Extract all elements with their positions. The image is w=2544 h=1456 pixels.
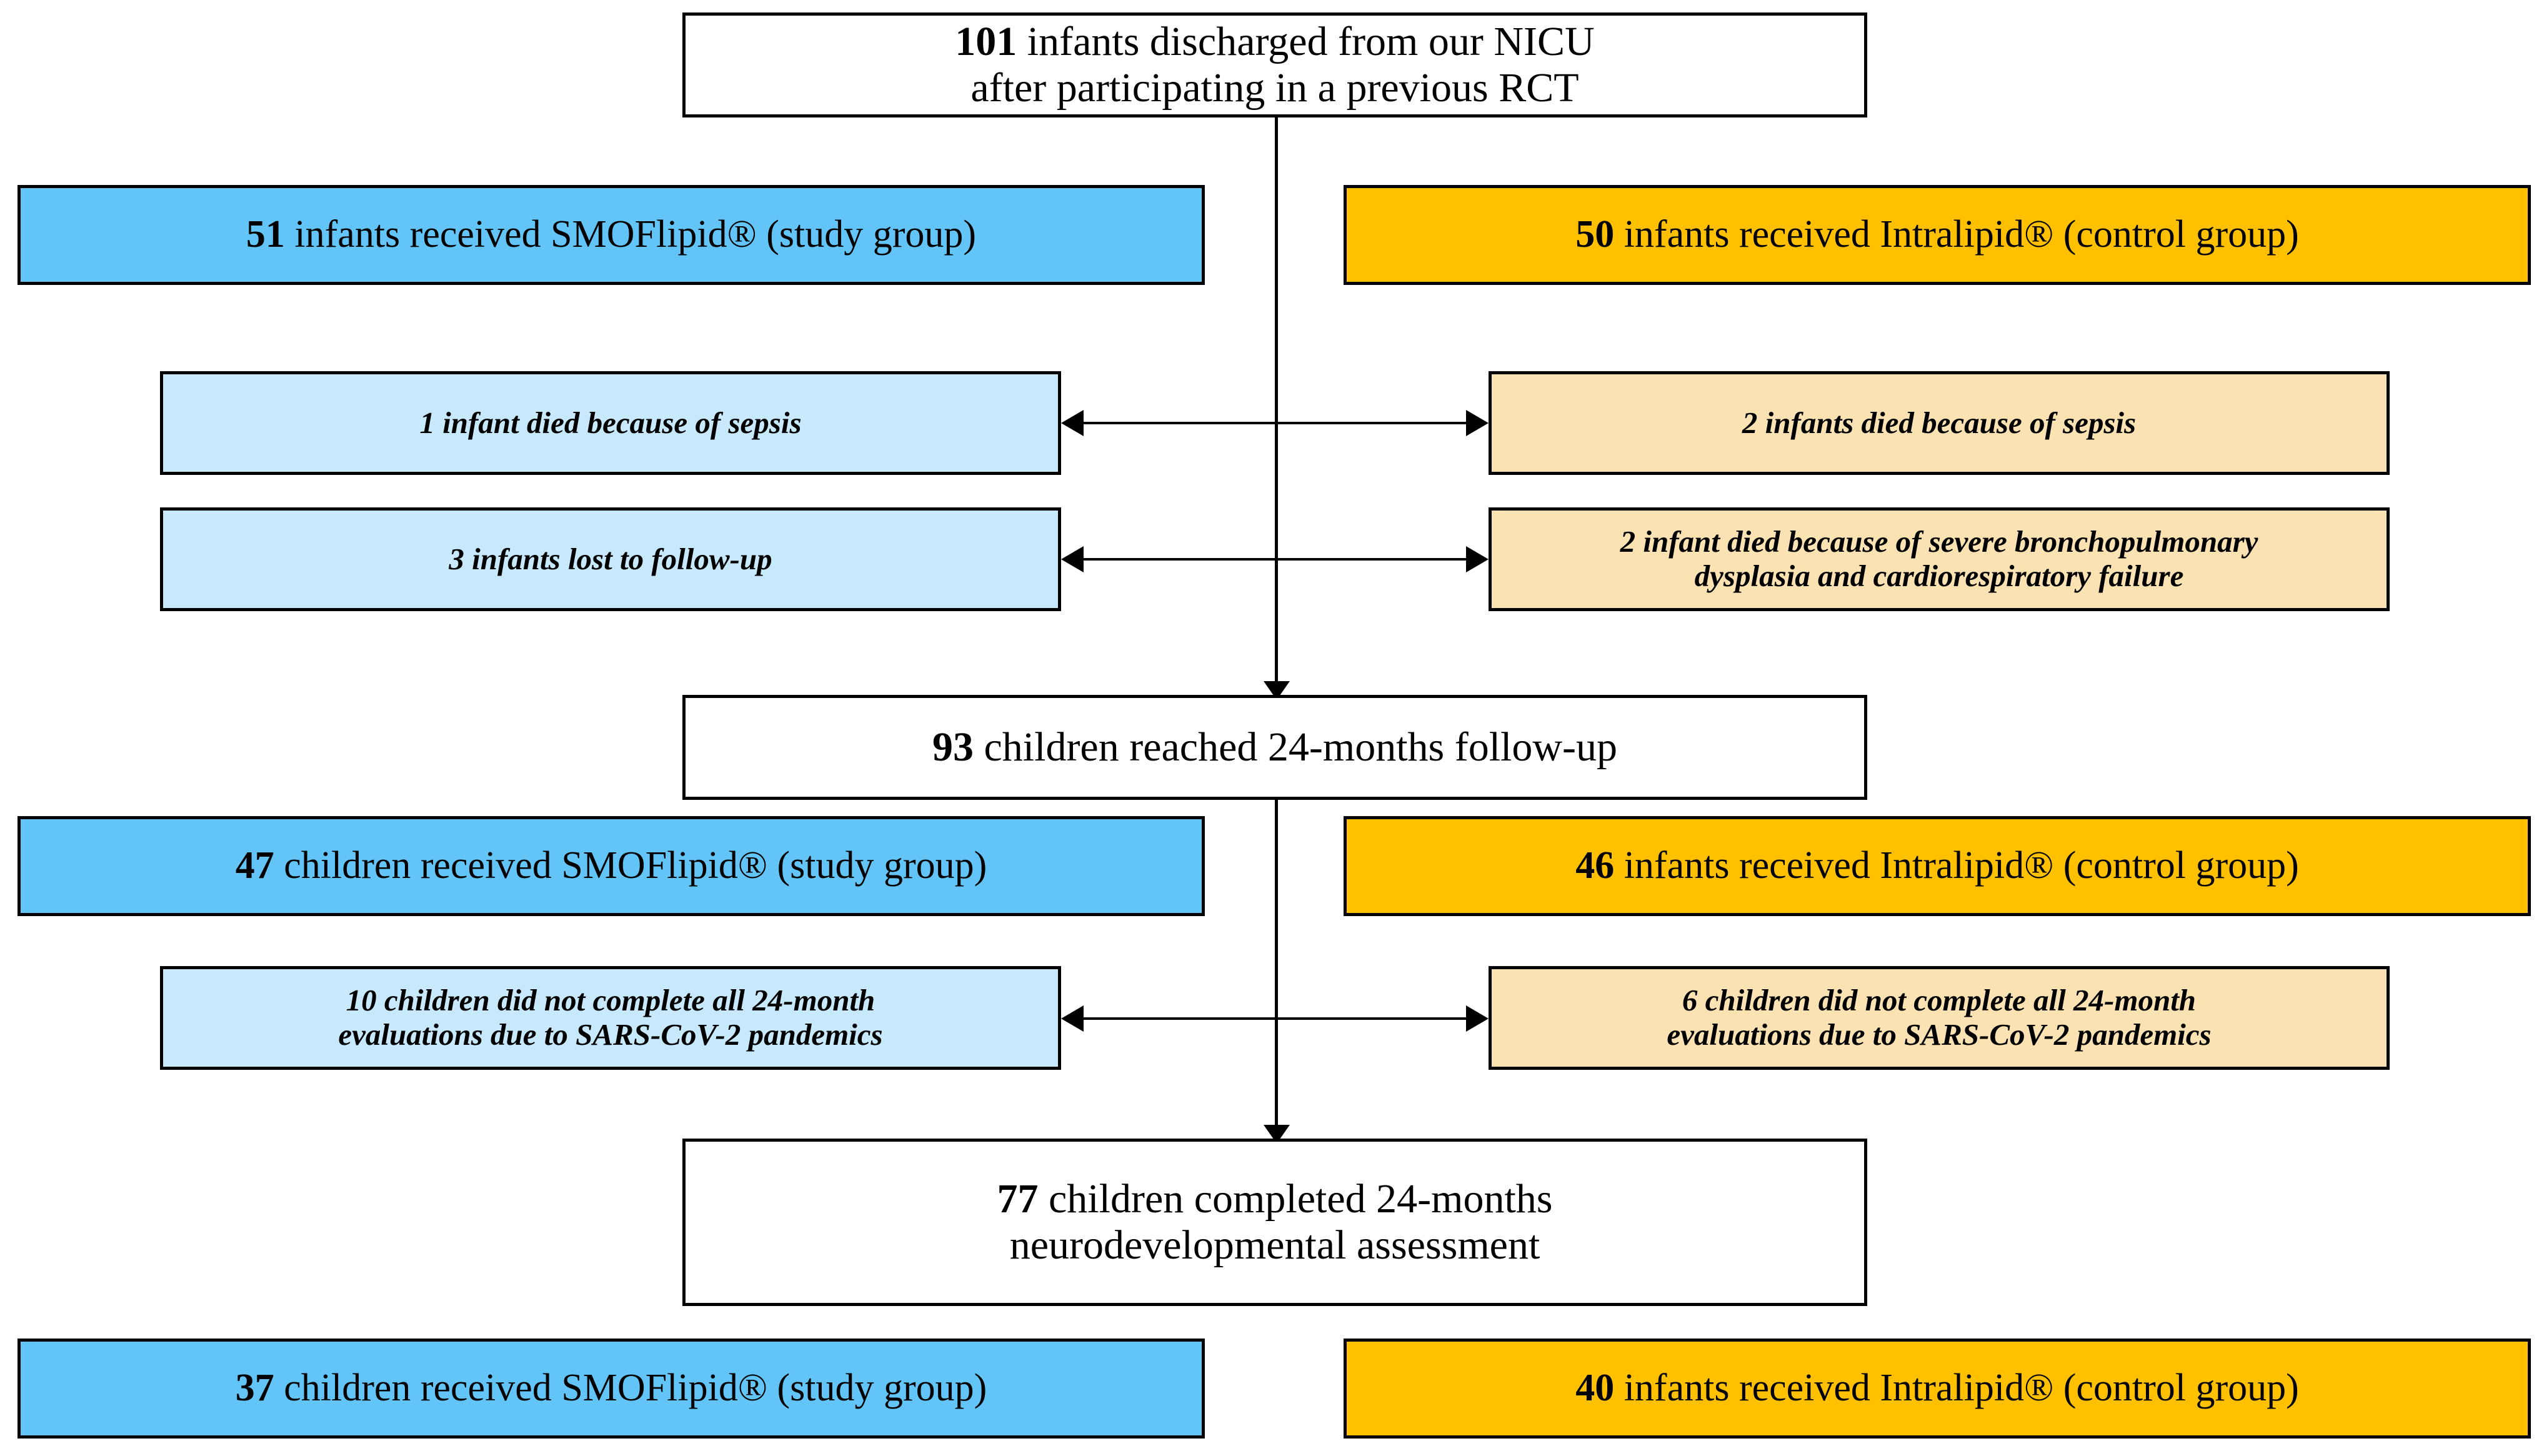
- node-followup-control-label: infants received Intralipid® (control gr…: [1614, 844, 2299, 887]
- node-followup-study-label: children received SMOFlipid® (study grou…: [274, 844, 987, 887]
- node-enrollment-line1: infants discharged from our NICU: [1017, 19, 1595, 65]
- node-attrition-control-3-line2: evaluations due to SARS-CoV-2 pandemics: [1667, 1017, 2212, 1052]
- connector-attrition-row-1: [1079, 422, 1472, 424]
- arrowhead-left-row-1: [1061, 410, 1084, 436]
- node-attrition-study-3-text: 10 children did not complete all 24-mont…: [174, 983, 1047, 1052]
- node-completed-control-label: infants received Intralipid® (control gr…: [1614, 1367, 2299, 1410]
- node-completed-study-text: 37 children received SMOFlipid® (study g…: [32, 1367, 1190, 1410]
- connector-attrition-row-3: [1079, 1017, 1472, 1020]
- arrowhead-right-row-1: [1466, 410, 1489, 436]
- node-allocation-control-count: 50: [1575, 213, 1615, 256]
- arrowhead-left-row-2: [1061, 546, 1084, 572]
- node-enrollment-line2: after participating in a previous RCT: [970, 65, 1579, 111]
- node-attrition-control-1-text: 2 infants died because of sepsis: [1503, 406, 2375, 441]
- node-attrition-control-3-line1: children did not complete all 24-month: [1697, 983, 2197, 1018]
- node-attrition-study-3-line1: children did not complete all 24-month: [376, 983, 875, 1018]
- node-followup-count: 93: [932, 724, 974, 770]
- node-allocation-study: 51 infants received SMOFlipid® (study gr…: [17, 185, 1205, 285]
- node-attrition-study-1: 1 infant died because of sepsis: [160, 371, 1061, 475]
- node-completed-count: 77: [997, 1176, 1039, 1222]
- node-allocation-control-text: 50 infants received Intralipid® (control…: [1358, 213, 2517, 256]
- node-completed-control-text: 40 infants received Intralipid® (control…: [1358, 1367, 2517, 1410]
- node-attrition-study-2: 3 infants lost to follow-up: [160, 507, 1061, 611]
- node-attrition-control-3: 6 children did not complete all 24-month…: [1489, 966, 2390, 1070]
- node-attrition-control-2-line2: dysplasia and cardiorespiratory failure: [1694, 559, 2184, 593]
- node-completed-line2: neurodevelopmental assessment: [1009, 1222, 1540, 1268]
- node-followup-study: 47 children received SMOFlipid® (study g…: [17, 816, 1205, 916]
- node-attrition-study-2-label: infants lost to follow-up: [464, 541, 772, 576]
- node-attrition-study-2-text: 3 infants lost to follow-up: [174, 542, 1047, 577]
- node-allocation-control: 50 infants received Intralipid® (control…: [1344, 185, 2531, 285]
- node-followup-study-text: 47 children received SMOFlipid® (study g…: [32, 844, 1190, 887]
- node-attrition-study-1-label: infant died because of sepsis: [434, 405, 802, 440]
- node-attrition-control-1-label: infants died because of sepsis: [1757, 405, 2137, 440]
- node-attrition-control-2-line1: infant died because of severe bronchopul…: [1635, 524, 2258, 559]
- connector-enrollment-to-followup: [1275, 117, 1278, 700]
- node-attrition-control-2-count: 2: [1620, 524, 1636, 559]
- node-attrition-control-2-text: 2 infant died because of severe bronchop…: [1503, 524, 2375, 594]
- node-followup-label: children reached 24-months follow-up: [973, 724, 1618, 770]
- connector-attrition-row-2: [1079, 558, 1472, 561]
- node-attrition-study-2-count: 3: [449, 541, 464, 576]
- node-followup: 93 children reached 24-months follow-up: [682, 695, 1867, 800]
- node-completed-study-count: 37: [235, 1367, 274, 1410]
- node-completed: 77 children completed 24-months neurodev…: [682, 1139, 1867, 1306]
- arrowhead-right-row-3: [1466, 1005, 1489, 1032]
- node-completed-study: 37 children received SMOFlipid® (study g…: [17, 1339, 1205, 1439]
- node-completed-line1: children completed 24-months: [1038, 1176, 1553, 1222]
- arrowhead-left-row-3: [1061, 1005, 1084, 1032]
- node-allocation-control-label: infants received Intralipid® (control gr…: [1614, 213, 2299, 256]
- node-followup-text: 93 children reached 24-months follow-up: [697, 724, 1853, 770]
- node-attrition-study-3-count: 10: [346, 983, 377, 1018]
- node-attrition-control-1: 2 infants died because of sepsis: [1489, 371, 2390, 475]
- node-completed-study-label: children received SMOFlipid® (study grou…: [274, 1367, 987, 1410]
- node-attrition-control-2: 2 infant died because of severe bronchop…: [1489, 507, 2390, 611]
- node-enrollment: 101 infants discharged from our NICU aft…: [682, 12, 1867, 117]
- node-followup-control-count: 46: [1575, 844, 1615, 887]
- node-enrollment-text: 101 infants discharged from our NICU aft…: [697, 19, 1853, 111]
- node-completed-control-count: 40: [1575, 1367, 1615, 1410]
- node-completed-text: 77 children completed 24-months neurodev…: [697, 1176, 1853, 1269]
- node-attrition-control-1-count: 2: [1742, 405, 1758, 440]
- connector-followup-to-completed: [1275, 800, 1278, 1144]
- node-attrition-study-1-text: 1 infant died because of sepsis: [174, 406, 1047, 441]
- node-attrition-study-3-line2: evaluations due to SARS-CoV-2 pandemics: [338, 1017, 883, 1052]
- node-allocation-study-count: 51: [246, 213, 285, 256]
- node-attrition-study-1-count: 1: [419, 405, 435, 440]
- node-attrition-study-3: 10 children did not complete all 24-mont…: [160, 966, 1061, 1070]
- node-allocation-study-label: infants received SMOFlipid® (study group…: [284, 213, 977, 256]
- node-attrition-control-3-count: 6: [1682, 983, 1698, 1018]
- node-followup-control-text: 46 infants received Intralipid® (control…: [1358, 844, 2517, 887]
- node-enrollment-count: 101: [955, 19, 1017, 65]
- node-attrition-control-3-text: 6 children did not complete all 24-month…: [1503, 983, 2375, 1052]
- arrowhead-right-row-2: [1466, 546, 1489, 572]
- node-followup-study-count: 47: [235, 844, 274, 887]
- node-allocation-study-text: 51 infants received SMOFlipid® (study gr…: [32, 213, 1190, 256]
- node-followup-control: 46 infants received Intralipid® (control…: [1344, 816, 2531, 916]
- node-completed-control: 40 infants received Intralipid® (control…: [1344, 1339, 2531, 1439]
